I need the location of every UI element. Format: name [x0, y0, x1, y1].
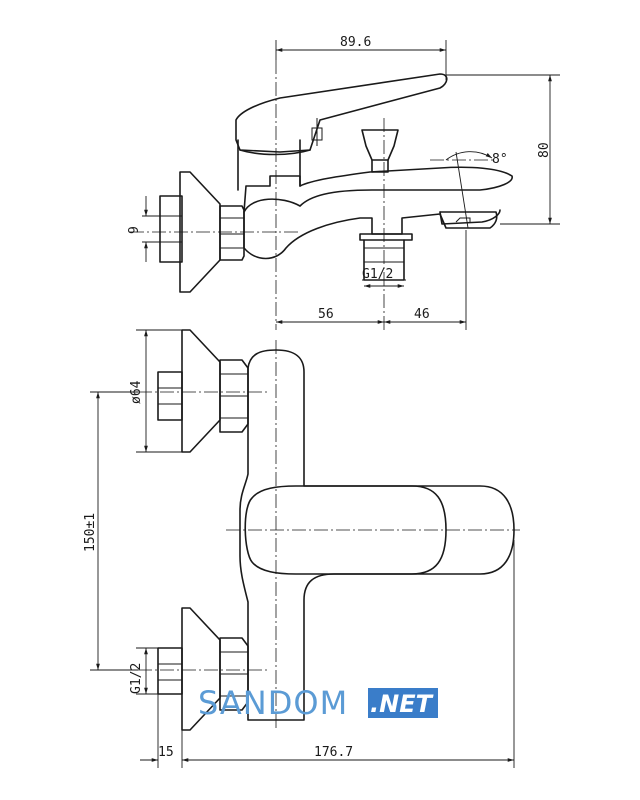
side-view: 89.6 80 8° 9 G1/2 56 46: [127, 35, 560, 330]
watermark-badge: [368, 688, 438, 718]
side-body-lower: [243, 211, 498, 260]
front-flange-top: [181, 329, 221, 453]
dim-offset-left: 56: [318, 307, 334, 322]
watermark-tld: .NET: [370, 690, 434, 718]
dim-thread-bottom: G1/2: [129, 663, 144, 694]
side-mixer-body: [243, 166, 513, 213]
watermark-brand: SANDOM: [198, 684, 348, 722]
side-cartridge-column: [237, 139, 301, 191]
dim-depth: 15: [158, 745, 174, 760]
front-view: ø64 150±1 G1/2 15 176.7: [83, 329, 520, 768]
side-hex-nut: [219, 205, 245, 261]
front-lever: [244, 485, 447, 575]
watermark-logo: SANDOM .NET: [198, 684, 438, 722]
side-inlet-stub: [159, 195, 183, 263]
dim-center-distance: 150±1: [83, 513, 98, 552]
front-mixer-body: [239, 349, 515, 721]
side-spout-tip: [439, 209, 501, 225]
dim-height-right: 80: [537, 142, 552, 158]
dim-small-left: 9: [127, 226, 142, 234]
side-diverter-knob: [361, 129, 399, 161]
side-lever-handle: [235, 73, 448, 153]
dim-angle: 8°: [492, 152, 508, 167]
dim-width-top: 89.6: [340, 35, 371, 50]
dim-thread-top: G1/2: [362, 267, 393, 282]
dim-offset-right: 46: [414, 307, 430, 322]
side-outlet-nozzle: [359, 233, 413, 241]
dim-total-length: 176.7: [314, 745, 353, 760]
